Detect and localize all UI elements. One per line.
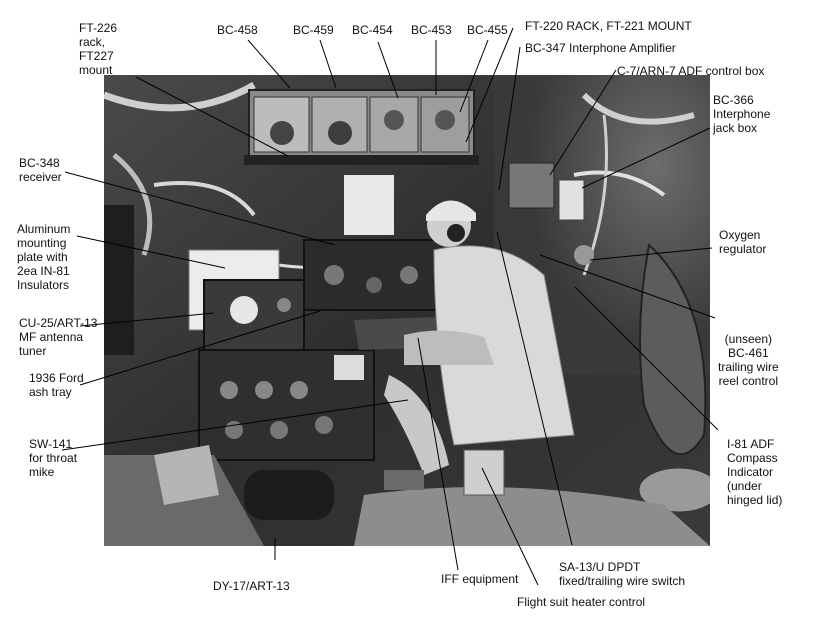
label-bc348-receiver: BC-348 receiver <box>19 156 62 184</box>
label-i81-compass: I-81 ADF Compass Indicator (under hinged… <box>727 437 783 507</box>
label-bc458: BC-458 <box>217 23 258 37</box>
label-c7-arn7: C-7/ARN-7 ADF control box <box>617 64 765 78</box>
label-bc455: BC-455 <box>467 23 508 37</box>
label-bc453: BC-453 <box>411 23 452 37</box>
label-bc366-jack-box: BC-366 Interphone jack box <box>713 93 771 135</box>
label-sw141-throat-mike: SW-141 for throat mike <box>29 437 78 479</box>
label-bc347-amplifier: BC-347 Interphone Amplifier <box>525 41 676 55</box>
label-ft226-rack: FT-226 rack, FT227 mount <box>79 21 118 77</box>
label-oxygen-regulator: Oxygen regulator <box>719 228 767 256</box>
label-ford-ash-tray: 1936 Ford ash tray <box>29 371 84 399</box>
label-dy17-art13: DY-17/ART-13 <box>213 579 290 593</box>
label-sa13-switch: SA-13/U DPDT fixed/trailing wire switch <box>559 560 686 588</box>
label-bc461-reel-control: (unseen) BC-461 trailing wire reel contr… <box>718 332 779 388</box>
label-cu25-tuner: CU-25/ART-13 MF antenna tuner <box>19 316 98 358</box>
label-aluminum-plate: Aluminum mounting plate with 2ea IN-81 I… <box>17 222 71 292</box>
radio-station-photo <box>104 75 710 546</box>
label-bc459: BC-459 <box>293 23 334 37</box>
label-iff-equipment: IFF equipment <box>441 572 519 586</box>
label-flight-suit-heater: Flight suit heater control <box>517 595 646 609</box>
label-bc454: BC-454 <box>352 23 393 37</box>
label-ft220-rack: FT-220 RACK, FT-221 MOUNT <box>525 19 692 33</box>
